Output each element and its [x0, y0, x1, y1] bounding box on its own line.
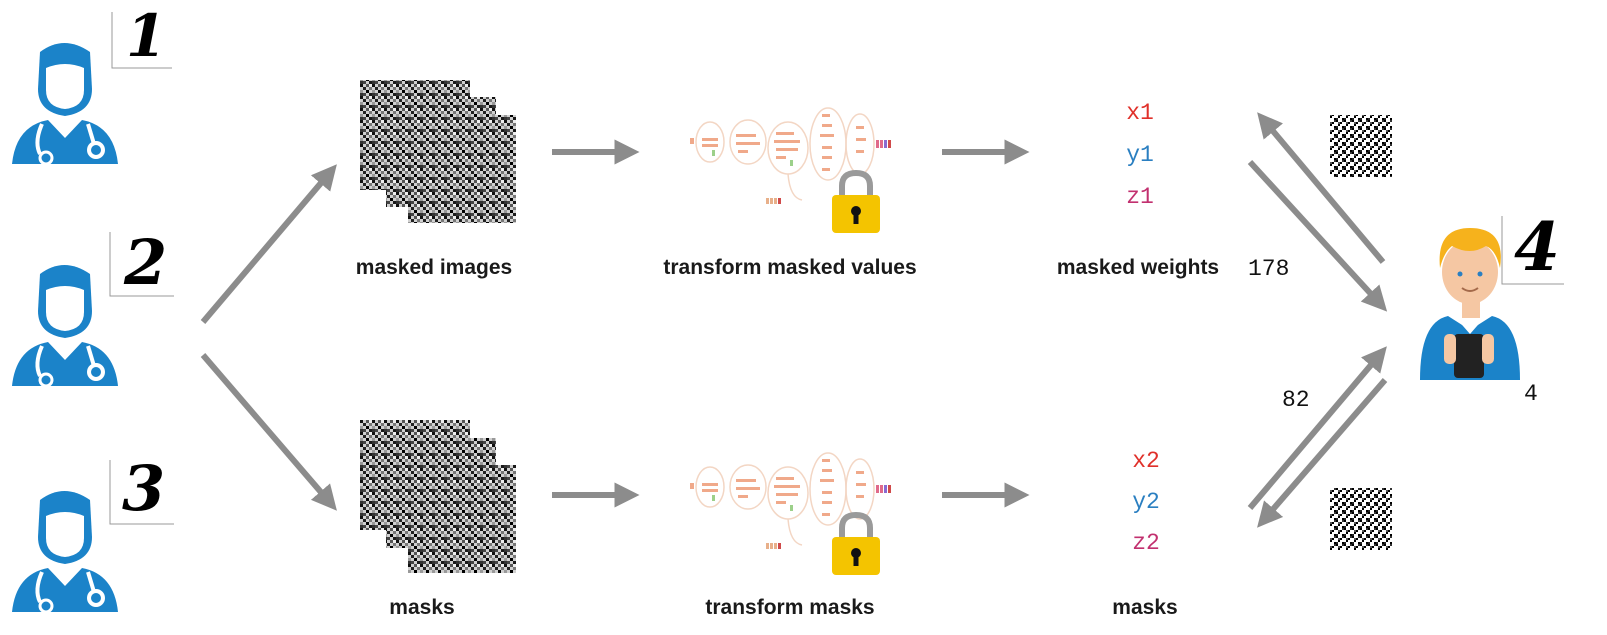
transform-masked-values-label: transform masked values	[663, 256, 917, 279]
var-y1: y1	[1126, 142, 1154, 168]
var-z1: z1	[1126, 184, 1154, 210]
transform-masks-label: transform masks	[705, 596, 875, 619]
var-x1: x1	[1126, 100, 1154, 126]
value-178: 178	[1248, 256, 1290, 282]
network-diagram-bottom	[689, 452, 892, 550]
doctor-2-digit: 2	[124, 226, 168, 299]
network-diagram-top	[689, 107, 892, 205]
digit-plot-1	[111, 12, 172, 69]
arrow-patient-to-masks	[1257, 378, 1388, 528]
value-82: 82	[1282, 387, 1310, 413]
patient-icon	[1420, 228, 1520, 380]
patient-digit: 4	[1514, 208, 1560, 286]
var-z2: z2	[1132, 530, 1160, 556]
doctor-1-digit: 1	[126, 2, 167, 70]
var-y2: y2	[1132, 489, 1160, 515]
masks-result-label: masks	[1112, 596, 1178, 619]
masked-weights-label: masked weights	[1056, 256, 1220, 279]
arrow-weights-to-patient	[1247, 159, 1388, 312]
encrypted-payload-top	[1330, 115, 1392, 177]
digit-plot-2	[109, 232, 174, 297]
doctor-3-digit: 3	[122, 452, 166, 525]
masks-label: masks	[389, 596, 455, 619]
arrow-split-bottom	[200, 353, 337, 511]
arrow-split-top	[200, 164, 337, 324]
doctor-icon	[10, 489, 120, 614]
masked-images-stack	[360, 80, 516, 223]
masked-images-label: masked images	[355, 256, 513, 279]
lock-icon	[832, 515, 880, 575]
digit-plot-4	[1501, 216, 1564, 285]
digit-plot-3	[109, 460, 174, 525]
encrypted-payload-bottom	[1330, 488, 1392, 550]
arrow-patient-to-weights	[1257, 112, 1386, 264]
value-4: 4	[1524, 381, 1538, 407]
lock-icon	[832, 173, 880, 233]
masks-stack	[360, 420, 516, 573]
arrow-masks-to-patient	[1247, 346, 1387, 510]
doctor-icon	[10, 263, 120, 388]
doctor-icon	[10, 41, 120, 166]
var-x2: x2	[1132, 448, 1160, 474]
